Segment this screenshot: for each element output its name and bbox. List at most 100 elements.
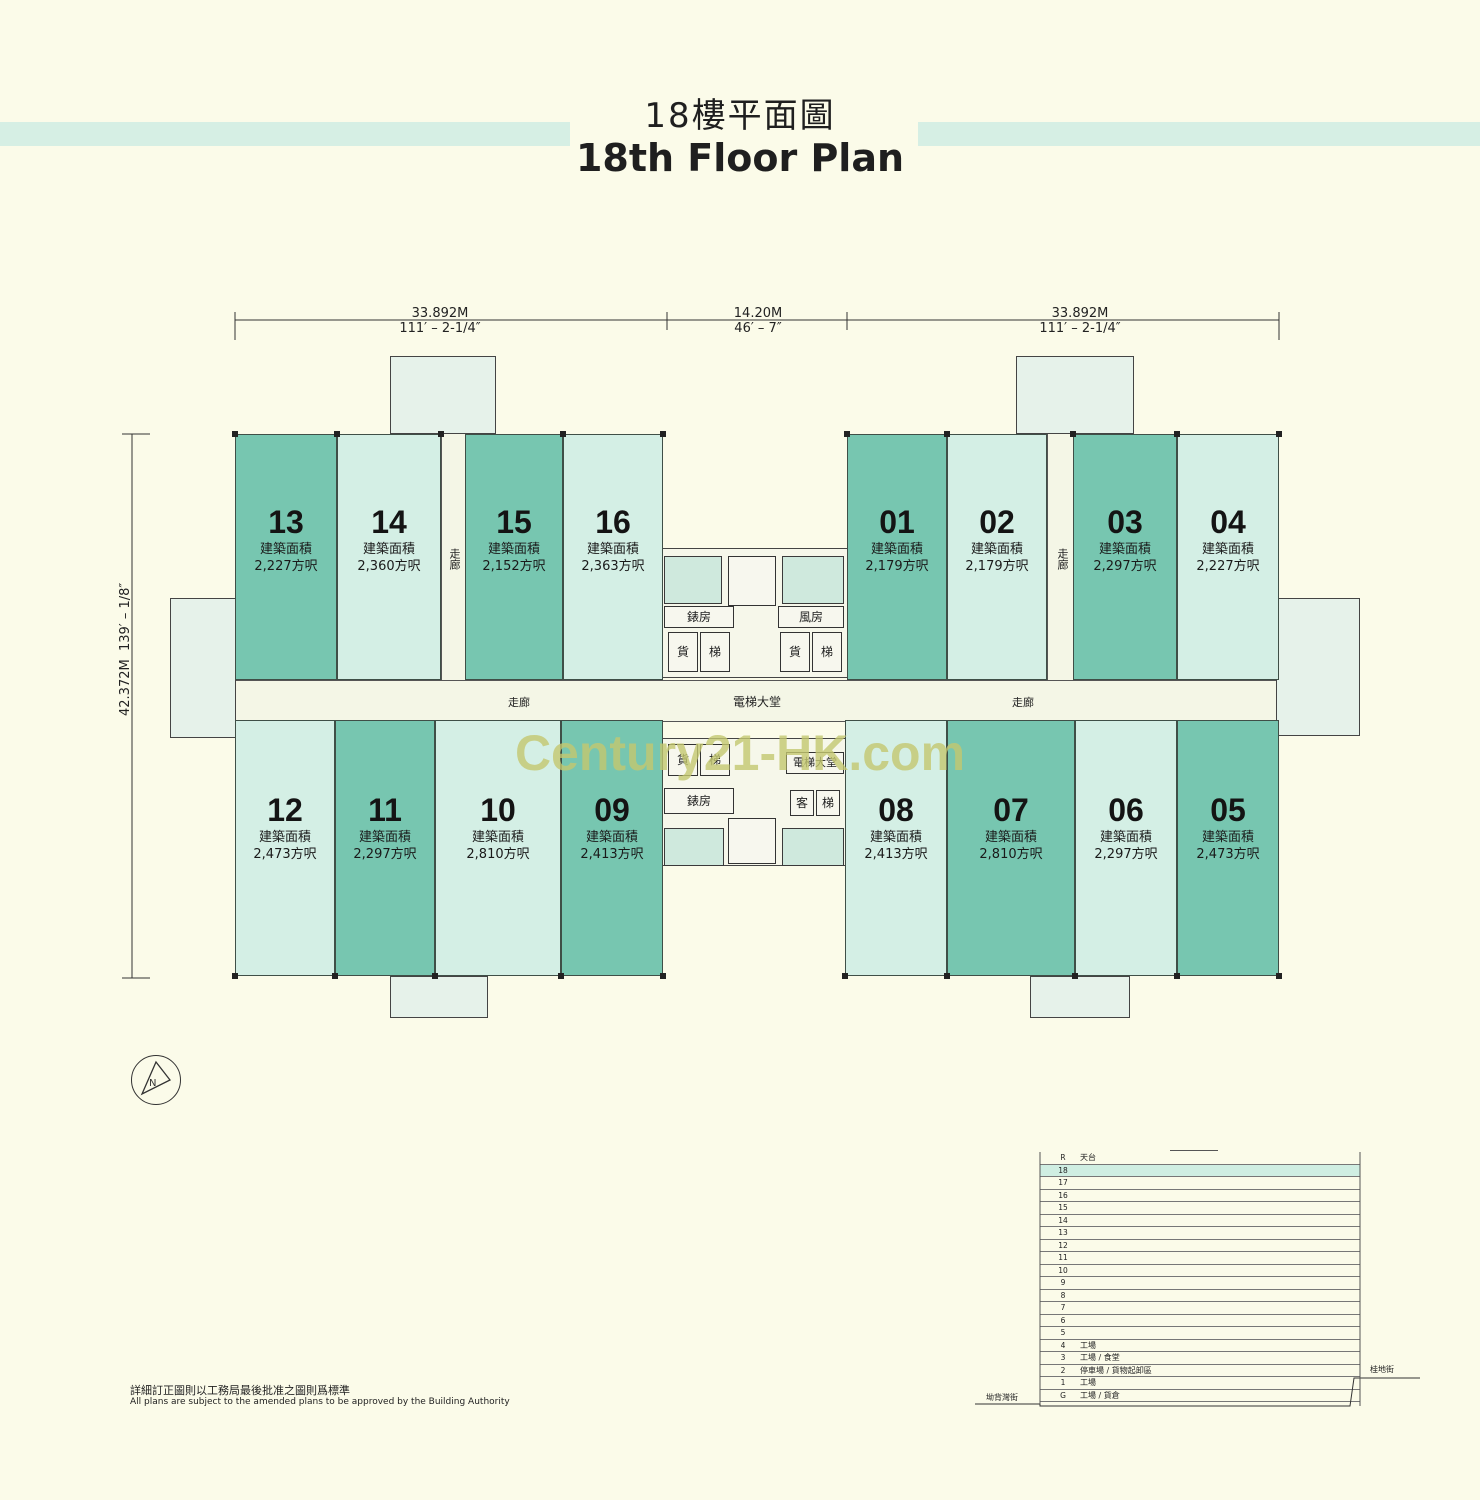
area-label: 建築面積 (870, 542, 923, 557)
section-floor-row: 12 (1040, 1240, 1360, 1252)
floor-number: 13 (1058, 1228, 1068, 1237)
floor-number: 1 (1060, 1378, 1066, 1387)
unit-number: 09 (594, 792, 630, 828)
west-wing-core (170, 598, 236, 738)
section-floor-row: 14 (1040, 1215, 1360, 1227)
lift-label: 梯 (708, 645, 721, 659)
floor-number: 3 (1060, 1353, 1066, 1362)
unit-14[interactable]: 14 建築面積 2,360方呎 (337, 434, 441, 680)
floor-number: 8 (1060, 1290, 1066, 1300)
lower-lift-lobby: 電梯大堂 (786, 752, 844, 774)
north-arrow-icon: N (131, 1055, 181, 1105)
column (660, 973, 666, 979)
unit-12[interactable]: 12 建築面積 2,473方呎 (235, 720, 335, 976)
goods-lift-4: 梯 (812, 632, 842, 672)
unit-area: 2,473方呎 (253, 847, 317, 862)
unit-area: 2,413方呎 (580, 847, 644, 862)
column (232, 973, 238, 979)
floor-number: R (1060, 1153, 1066, 1162)
goods-lift-1: 貨 (668, 632, 698, 672)
column (842, 973, 848, 979)
area-label: 建築面積 (258, 830, 311, 845)
section-floor-row: 5 (1040, 1327, 1360, 1340)
column (1174, 973, 1180, 979)
floor-number: 7 (1060, 1303, 1066, 1312)
unit-area: 2,297方呎 (1093, 559, 1157, 574)
unit-09[interactable]: 09 建築面積 2,413方呎 (561, 720, 663, 976)
area-label: 建築面積 (1201, 830, 1254, 845)
unit-number: 15 (496, 504, 532, 540)
unit-08[interactable]: 08 建築面積 2,413方呎 (845, 720, 947, 976)
stair-tower-bottom-left (390, 976, 488, 1018)
store-room-upper-left (664, 556, 722, 604)
unit-10[interactable]: 10 建築面積 2,810方呎 (435, 720, 561, 976)
meter-room-label: 錶房 (686, 610, 711, 624)
section-floor-row: 11 (1040, 1252, 1360, 1265)
area-label: 建築面積 (362, 542, 415, 557)
passenger-lift-1: 客 (790, 790, 814, 816)
fan-room: 風房 (778, 606, 844, 628)
unit-04[interactable]: 04 建築面積 2,227方呎 (1177, 434, 1279, 680)
unit-number: 10 (480, 792, 516, 828)
column (944, 431, 950, 437)
unit-07[interactable]: 07 建築面積 2,810方呎 (947, 720, 1075, 976)
unit-03[interactable]: 03 建築面積 2,297方呎 (1073, 434, 1177, 680)
goods-lift-5: 貨 (668, 744, 698, 776)
unit-13[interactable]: 13 建築面積 2,227方呎 (235, 434, 337, 680)
unit-number: 05 (1210, 792, 1246, 828)
area-label: 建築面積 (1098, 542, 1151, 557)
street-right-label: 桂地街 (1370, 1365, 1394, 1374)
floor-number: 16 (1058, 1190, 1068, 1200)
unit-number: 14 (371, 504, 407, 540)
area-label: 建築面積 (585, 830, 638, 845)
unit-number: 11 (368, 792, 402, 828)
floor-use: 工場 (1080, 1340, 1096, 1350)
floor-number: 18 (1058, 1165, 1068, 1175)
area-label: 建築面積 (487, 542, 540, 557)
section-floor-row: 8 (1040, 1290, 1360, 1302)
unit-area: 2,297方呎 (1094, 847, 1158, 862)
floor-number: 17 (1058, 1178, 1068, 1187)
lift-label: 梯 (821, 796, 834, 810)
unit-06[interactable]: 06 建築面積 2,297方呎 (1075, 720, 1177, 976)
street-left-label: 坳背灣街 (986, 1393, 1018, 1402)
area-label: 建築面積 (471, 830, 524, 845)
section-floor-row: 6 (1040, 1315, 1360, 1327)
unit-05[interactable]: 05 建築面積 2,473方呎 (1177, 720, 1279, 976)
unit-15[interactable]: 15 建築面積 2,152方呎 (465, 434, 563, 680)
unit-area: 2,297方呎 (353, 847, 417, 862)
unit-number: 06 (1108, 792, 1144, 828)
main-corridor (214, 680, 1294, 722)
column (1072, 973, 1078, 979)
section-floor-row: 10 (1040, 1265, 1360, 1277)
unit-16[interactable]: 16 建築面積 2,363方呎 (563, 434, 663, 680)
area-label: 建築面積 (1099, 830, 1152, 845)
unit-area: 2,810方呎 (979, 847, 1043, 862)
unit-01[interactable]: 01 建築面積 2,179方呎 (847, 434, 947, 680)
unit-02[interactable]: 02 建築面積 2,179方呎 (947, 434, 1047, 680)
fan-room-label: 風房 (798, 610, 823, 624)
goods-lift-3: 貨 (780, 632, 810, 672)
stair-upper (728, 556, 776, 606)
title-band-right (918, 122, 1480, 146)
store-room-upper-right (782, 556, 844, 604)
floor-number: 12 (1058, 1240, 1068, 1250)
floor-use: 工場 (1080, 1378, 1096, 1387)
unit-number: 16 (595, 504, 631, 540)
title-chinese: 18樓平面圖 (644, 96, 836, 136)
area-label: 建築面積 (586, 542, 639, 557)
unit-11[interactable]: 11 建築面積 2,297方呎 (335, 720, 435, 976)
floor-number: 6 (1060, 1315, 1066, 1325)
passenger-label: 客 (795, 796, 808, 810)
column (438, 431, 444, 437)
meter-room-upper: 錶房 (664, 606, 734, 628)
area-label: 建築面積 (1201, 542, 1254, 557)
meter-room-lower: 錶房 (664, 788, 734, 814)
